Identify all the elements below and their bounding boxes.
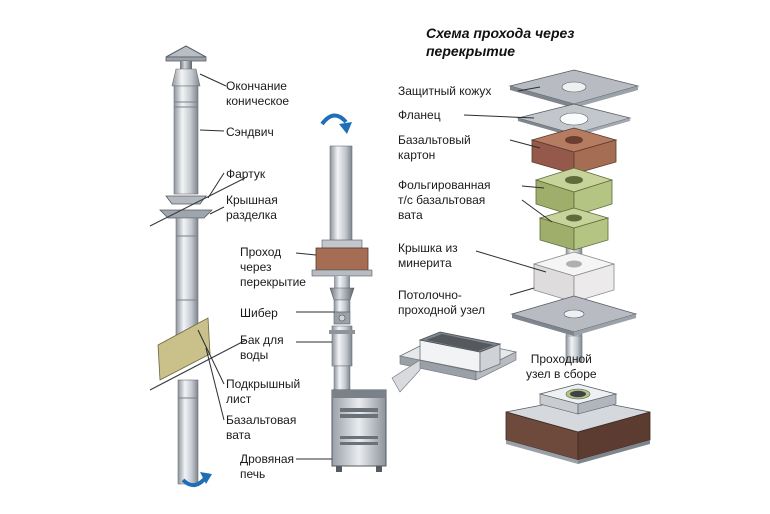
- minerite-cover: [573, 263, 615, 303]
- left-chimney: [149, 45, 247, 488]
- label-foil-wool: Фольгированная т/с базальтовая вата: [398, 178, 491, 222]
- center-pipe-top: [329, 145, 353, 245]
- roof-apron: [149, 177, 246, 227]
- wood-stove: [331, 389, 387, 472]
- label-ceiling-unit: Потолочно- проходной узел: [398, 288, 485, 317]
- label-minerite-cover: Крышка из минерита: [398, 241, 458, 270]
- label-damper: Шибер: [240, 306, 278, 320]
- cone-cap: [165, 45, 207, 87]
- diagram-title: Схема прохода через перекрытие: [426, 24, 574, 60]
- label-basalt-wool: Базальтовая вата: [226, 413, 297, 442]
- left-leader-lines: [197, 73, 334, 460]
- label-apron: Фартук: [226, 167, 266, 181]
- right-leader-lines: [463, 86, 553, 296]
- label-water-tank: Бак для воды: [240, 333, 284, 362]
- label-ceiling-pass: Проход через перекрытие: [240, 245, 306, 289]
- ceiling-pass-unit-open: [391, 331, 518, 393]
- assembled-unit: [505, 383, 651, 464]
- sandwich-pipe-bottom: [177, 379, 199, 485]
- diagram-title-line-2: перекрытие: [426, 43, 516, 59]
- label-assembled-unit: Проходной узел в сборе: [526, 352, 597, 381]
- foil-wool-block-2: [573, 217, 609, 251]
- label-stove: Дровяная печь: [240, 452, 295, 481]
- roof-sheet-line: [149, 339, 247, 391]
- label-sandwich: Сэндвич: [226, 125, 274, 139]
- basalt-board: [573, 139, 617, 175]
- label-flange: Фланец: [398, 108, 441, 122]
- label-casing: Защитный кожух: [398, 84, 492, 98]
- label-basalt-board: Базальтовый картон: [398, 133, 471, 162]
- sandwich-pipe-top: [173, 85, 199, 195]
- label-roof-cut: Крышная разделка: [226, 193, 278, 222]
- diagram-title-line-1: Схема прохода через: [426, 25, 575, 41]
- ceiling-pass-box: [311, 239, 373, 277]
- center-chimney: [311, 113, 387, 472]
- label-roof-sheet: Подкрышный лист: [226, 377, 301, 406]
- flow-arrow-top-icon: [320, 113, 348, 126]
- exploded-view: [508, 69, 640, 363]
- label-cone-end: Окончание коническое: [226, 79, 290, 108]
